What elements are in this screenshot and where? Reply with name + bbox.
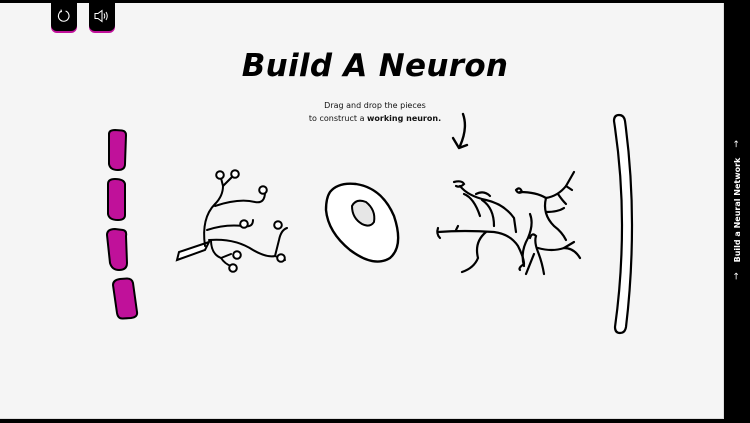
hint-arrow-icon (450, 112, 472, 152)
next-level-label: Build a Neural Network (732, 157, 742, 263)
next-level-link[interactable]: → Build a Neural Network → (724, 140, 750, 280)
dendrites-piece[interactable] (434, 168, 586, 278)
axon-terminals-piece[interactable] (175, 168, 288, 280)
instruction-line-2: to construct a working neuron. (308, 114, 442, 123)
page-title: Build A Neuron (241, 48, 509, 84)
instruction-line-1: Drag and drop the pieces (324, 101, 426, 110)
axon-piece[interactable] (610, 113, 636, 337)
cell-body-piece[interactable] (324, 180, 402, 264)
restart-icon (57, 8, 70, 22)
instruction-emphasis: working neuron. (367, 114, 442, 123)
myelin-segment-1[interactable] (105, 128, 129, 172)
instructions: Drag and drop the pieces to construct a … (0, 99, 750, 125)
speaker-icon (94, 9, 108, 22)
arrow-right-icon: → (732, 272, 743, 280)
sound-toggle-button[interactable] (89, 0, 115, 31)
myelin-segment-2[interactable] (105, 177, 129, 223)
myelin-segment-4[interactable] (111, 277, 141, 321)
arrow-right-icon: → (732, 140, 743, 148)
restart-button[interactable] (51, 0, 77, 31)
side-panel: → Build a Neural Network → (724, 0, 750, 423)
myelin-segment-3[interactable] (104, 227, 132, 273)
